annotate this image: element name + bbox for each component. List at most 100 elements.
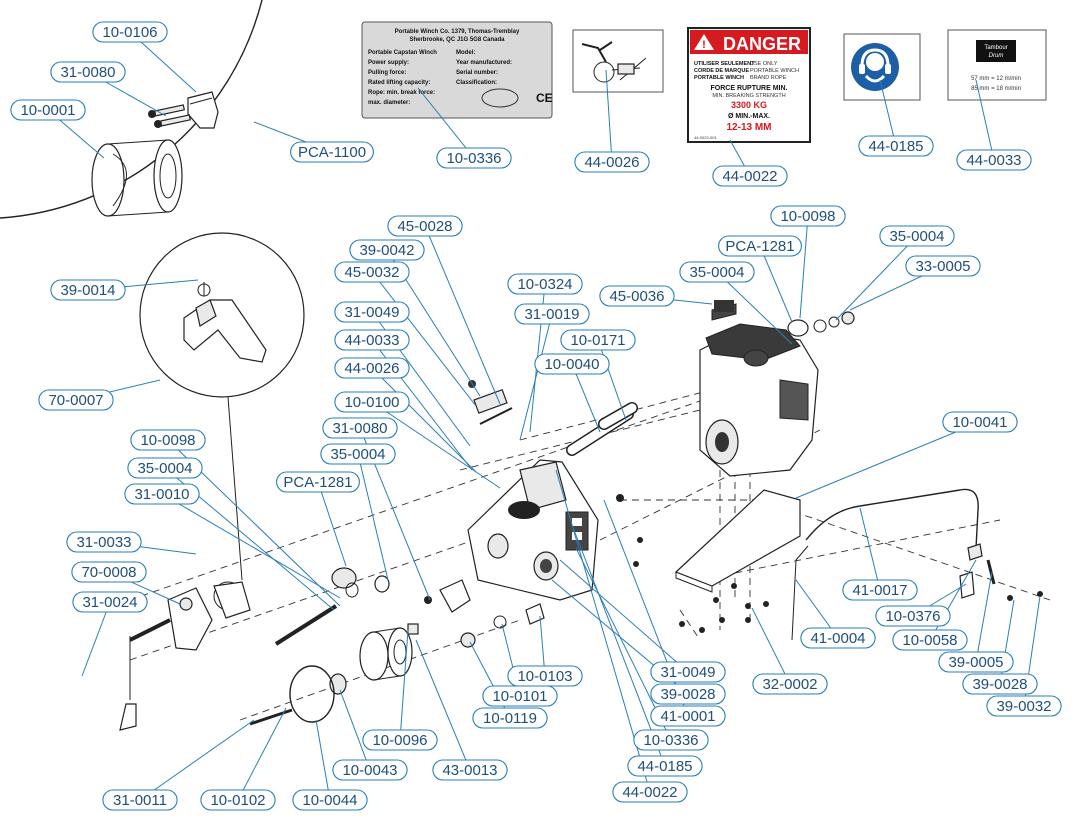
- callout-bubble: [962, 673, 1038, 695]
- callout-39-0028: 39-0028: [962, 673, 1038, 695]
- callout-10-0336: 10-0336: [436, 147, 512, 169]
- callout-text: 31-0080: [60, 64, 115, 81]
- leader-c57: [415, 639, 471, 771]
- bracket-part: [187, 91, 219, 129]
- callout-bubble: [612, 781, 688, 803]
- callout-bubble: [800, 627, 876, 649]
- callout-10-0096: 10-0096: [362, 729, 438, 751]
- callout-bubble: [334, 391, 410, 413]
- callout-text: 41-0004: [810, 630, 865, 647]
- callout-10-0098: 10-0098: [770, 205, 846, 227]
- callout-bubble: [712, 165, 788, 187]
- small-parts: [407, 300, 855, 648]
- callout-pca-1100: PCA-1100: [290, 141, 374, 163]
- callout-10-0044: 10-0044: [292, 789, 368, 811]
- callout-text: 31-0019: [524, 306, 579, 323]
- leader-c12: [371, 271, 477, 407]
- callout-text: 31-0033: [76, 534, 131, 551]
- callout-bubble: [534, 353, 610, 375]
- callout-bubble: [322, 417, 398, 439]
- callout-43-0013: 43-0013: [432, 759, 508, 781]
- danger-header: DANGER: [723, 34, 801, 54]
- callout-bubble: [50, 61, 126, 83]
- callout-bubble: [892, 629, 968, 651]
- leader-c54: [573, 529, 666, 767]
- callout-text: 10-0043: [342, 762, 397, 779]
- callout-bubble: [334, 329, 410, 351]
- leader-c52: [469, 641, 511, 719]
- gearbox-housing: [467, 459, 599, 601]
- callout-text: 10-0040: [544, 356, 599, 373]
- callout-text: 39-0028: [660, 686, 715, 703]
- leader-c38: [795, 421, 981, 499]
- callout-41-0001: 41-0001: [650, 705, 726, 727]
- callout-text: 10-0058: [902, 632, 957, 649]
- callout-bubble: [842, 579, 918, 601]
- callout-41-0004: 41-0004: [800, 627, 876, 649]
- drum-line1: 57 mm = 12 m/min: [971, 76, 1021, 82]
- callout-bubble: [334, 357, 410, 379]
- callout-bubble: [276, 471, 360, 493]
- leader-c9: [975, 79, 995, 161]
- callout-text: 10-0103: [517, 668, 572, 685]
- callout-text: 39-0005: [948, 654, 1003, 671]
- shafts: [468, 380, 638, 456]
- danger-force-fr: FORCE RUPTURE MIN.: [711, 85, 788, 92]
- callout-bubble: [10, 99, 86, 121]
- callout-35-0004: 35-0004: [320, 443, 396, 465]
- callout-10-0102: 10-0102: [200, 789, 276, 811]
- callout-bubble: [905, 255, 981, 277]
- callout-bubble: [130, 429, 206, 451]
- callout-text: 10-0098: [140, 432, 195, 449]
- callout-text: 44-0022: [622, 784, 677, 801]
- leader-c27: [716, 271, 793, 345]
- danger-force-value: 3300 KG: [731, 100, 767, 110]
- leader-c28: [835, 235, 918, 321]
- danger-en-winch: PORTABLE WINCH: [750, 68, 799, 74]
- callout-text: 39-0032: [996, 698, 1051, 715]
- nameplate-row-3-col-0: Rated lifting capacity:: [368, 80, 430, 86]
- nameplate-row-4-col-0: Rope: min. break force:: [368, 90, 435, 96]
- callout-bubble: [679, 261, 755, 283]
- callout-text: 10-0171: [570, 332, 625, 349]
- leader-c20: [371, 401, 501, 489]
- callout-text: 39-0042: [359, 242, 414, 259]
- callout-text: 35-0004: [330, 446, 385, 463]
- callout-10-0376: 10-0376: [875, 605, 951, 627]
- callout-text: PCA-1281: [283, 474, 352, 491]
- callout-bubble: [334, 261, 410, 283]
- callout-text: 45-0028: [397, 218, 452, 235]
- callout-text: 10-0044: [302, 792, 357, 809]
- callout-bubble: [560, 329, 636, 351]
- callout-text: 10-0324: [517, 276, 572, 293]
- callout-bubble: [127, 457, 203, 479]
- callout-bubble: [102, 789, 178, 811]
- leader-c61: [315, 719, 331, 801]
- leader-c37: [81, 601, 111, 677]
- leader-c6: [605, 69, 613, 163]
- callout-39-0005: 39-0005: [938, 651, 1014, 673]
- callout-bubble: [938, 651, 1014, 673]
- sticker-pinch-hazard: [572, 29, 664, 93]
- callout-bubble: [956, 149, 1032, 171]
- leader-c5: [417, 87, 475, 159]
- callout-text: 44-0022: [722, 168, 777, 185]
- callout-text: 10-0119: [483, 710, 537, 727]
- danger-en-use: USE ONLY: [750, 61, 778, 67]
- leader-c8: [879, 79, 897, 147]
- callout-text: 10-0096: [372, 732, 427, 749]
- callout-35-0004: 35-0004: [127, 457, 203, 479]
- leader-c22: [357, 453, 389, 581]
- danger-dia-value: 12-13 MM: [726, 122, 771, 133]
- callout-10-0058: 10-0058: [892, 629, 968, 651]
- callout-bubble: [290, 141, 374, 163]
- callout-text: 39-0014: [60, 282, 115, 299]
- callout-bubble: [292, 789, 368, 811]
- callout-bubble: [200, 789, 276, 811]
- callout-bubble: [718, 235, 802, 257]
- callout-text: 41-0017: [852, 582, 907, 599]
- leader-c60: [237, 707, 287, 801]
- callout-text: 44-0033: [344, 332, 399, 349]
- callout-text: 35-0004: [889, 228, 944, 245]
- leader-c58: [339, 689, 371, 771]
